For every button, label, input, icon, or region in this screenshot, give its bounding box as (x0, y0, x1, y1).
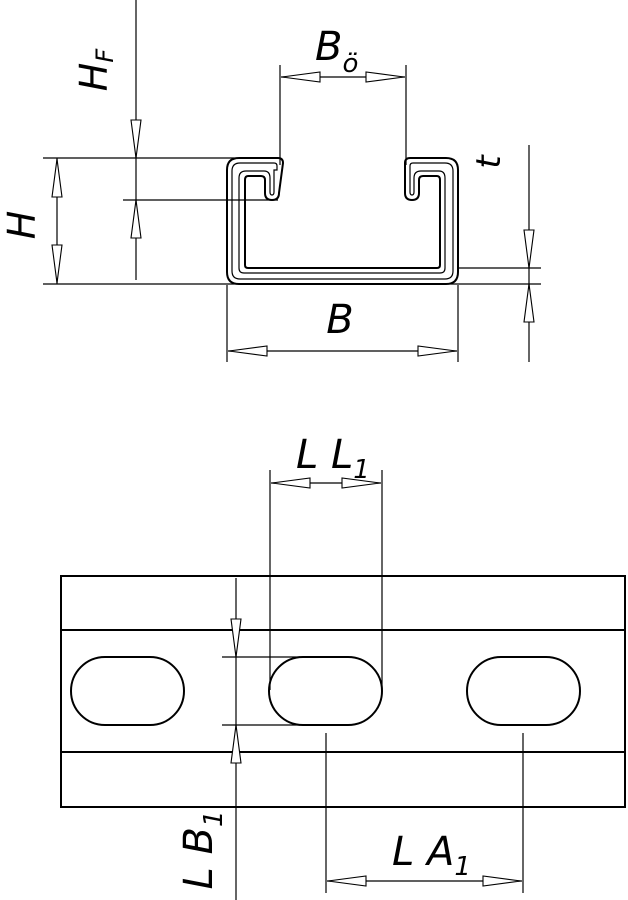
slot-right (466, 656, 581, 726)
label-lb1: L B (176, 827, 222, 889)
label-hf-sub: F (91, 48, 119, 63)
arrow-h-top (51, 158, 63, 198)
channel-section-view: HF H Bö t (0, 0, 541, 362)
svg-text:Bö: Bö (315, 24, 358, 79)
label-b-open-sub: ö (342, 49, 358, 79)
arrow-lb1-bottom (230, 724, 242, 764)
label-t: t (469, 154, 509, 169)
arrow-hf-bottom (130, 199, 142, 239)
label-hf: H (72, 63, 116, 92)
slotted-strip-view: L L1 L B1 L A1 (60, 432, 626, 900)
label-lb1-sub: 1 (199, 811, 229, 828)
label-la1-sub: 1 (454, 852, 471, 882)
label-ll1: L L (296, 432, 353, 478)
dimension-b-open: Bö (281, 24, 405, 83)
strip-outline (60, 575, 626, 808)
svg-text:L A1: L A1 (392, 829, 471, 882)
arrow-la1-right (482, 875, 522, 887)
arrow-t-bottom (523, 283, 535, 323)
dimension-b: B (228, 297, 457, 357)
dimension-hf: HF (72, 0, 142, 280)
slot-left (70, 656, 185, 726)
dimension-la1: L A1 (325, 733, 524, 893)
label-b: B (326, 297, 353, 343)
svg-text:L L1: L L1 (296, 432, 370, 485)
arrow-lb1-top (230, 618, 242, 658)
arrow-ll1-left (271, 477, 311, 489)
channel-profile-inner (231, 162, 454, 280)
arrow-la1-left (327, 875, 367, 887)
arrow-bo-left (281, 71, 321, 83)
label-b-open: B (315, 24, 342, 70)
dimension-ll1: L L1 (269, 432, 383, 690)
arrow-ll1-right (341, 477, 381, 489)
dimension-h: H (0, 158, 63, 284)
dimension-lb1: L B1 (176, 578, 300, 900)
svg-text:HF: HF (72, 48, 119, 92)
arrow-bo-right (365, 71, 405, 83)
svg-text:L B1: L B1 (176, 811, 229, 890)
arrow-b-left (228, 345, 268, 357)
arrow-b-right (417, 345, 457, 357)
label-la1: L A (392, 829, 454, 875)
slot-middle (268, 656, 383, 726)
arrow-h-bottom (51, 244, 63, 284)
channel-profile-outer (226, 157, 459, 285)
label-h: H (0, 211, 44, 240)
label-ll1-sub: 1 (353, 455, 370, 485)
arrow-t-top (523, 229, 535, 269)
dimension-t: t (469, 145, 535, 362)
arrow-hf-top (130, 119, 142, 159)
